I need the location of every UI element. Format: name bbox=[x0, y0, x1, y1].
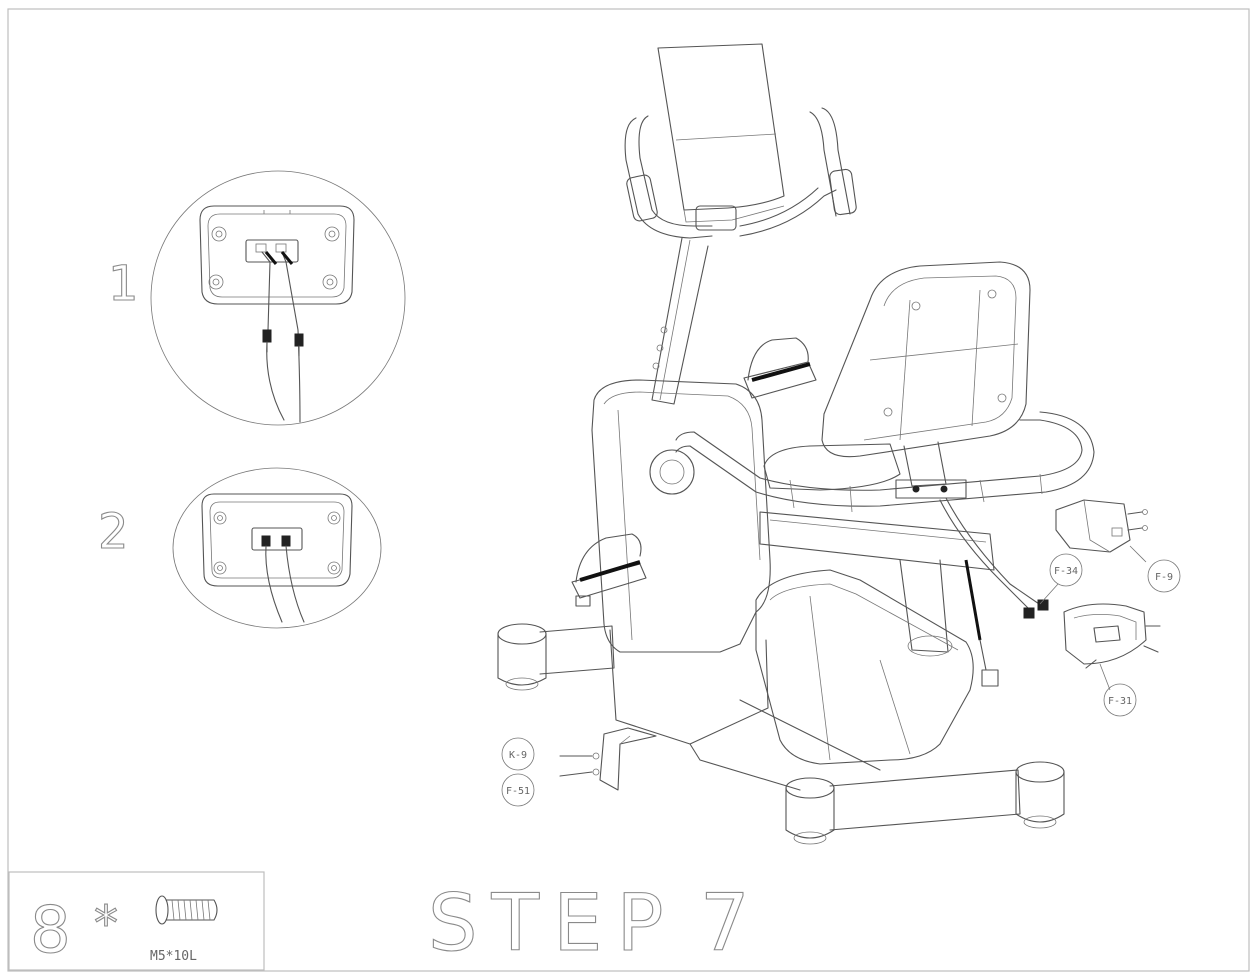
part-label-bracket-left: F-51 bbox=[501, 773, 535, 807]
part-label-screw-left-text: K-9 bbox=[509, 750, 527, 761]
seat-back bbox=[821, 261, 1031, 458]
detail-1: 1 bbox=[107, 170, 406, 426]
upper-handlebars bbox=[624, 107, 857, 239]
left-bracket bbox=[559, 727, 657, 791]
part-label-bracket-left-text: F-51 bbox=[506, 786, 530, 797]
rear-shroud bbox=[755, 569, 974, 765]
part-label-connector: F-34 bbox=[1039, 553, 1083, 605]
lower-right-cover bbox=[1063, 603, 1161, 691]
part-label-lower-right-cover-text: F-31 bbox=[1108, 696, 1132, 707]
detail-1-circle bbox=[150, 170, 406, 426]
recumbent-bike bbox=[497, 43, 1095, 845]
step-number: 7 bbox=[700, 879, 750, 969]
upper-right-cover bbox=[1055, 499, 1148, 563]
page-border bbox=[7, 8, 1250, 972]
wires-1 bbox=[261, 251, 304, 423]
step-title: STEP 7 bbox=[427, 878, 750, 969]
hardware-box: 8 * M5*10L bbox=[8, 871, 265, 971]
side-handles bbox=[675, 411, 1095, 513]
part-label-screw-left: K-9 bbox=[501, 737, 535, 771]
part-label-connector-text: F-34 bbox=[1054, 566, 1078, 577]
rear-stabilizer bbox=[785, 761, 1065, 845]
body-shroud bbox=[591, 379, 771, 745]
console-back-plate-2 bbox=[201, 493, 353, 623]
detail-1-number: 1 bbox=[108, 256, 139, 312]
detail-2-ellipse bbox=[172, 467, 382, 629]
pedal-right bbox=[743, 337, 817, 399]
seat-rail bbox=[759, 441, 995, 657]
screw-icon bbox=[155, 895, 218, 925]
step-word: STEP bbox=[428, 879, 677, 969]
hardware-spec: M5*10L bbox=[150, 949, 197, 964]
mast bbox=[651, 237, 709, 405]
hardware-times: * bbox=[94, 896, 118, 952]
console-wires bbox=[939, 497, 1049, 687]
part-label-upper-right-cover: F-9 bbox=[1147, 559, 1181, 593]
front-stabilizer bbox=[497, 623, 615, 691]
pedal-left bbox=[571, 533, 647, 607]
console bbox=[657, 43, 785, 231]
detail-2-number: 2 bbox=[98, 504, 129, 560]
hardware-box-frame bbox=[8, 871, 265, 971]
detail-2: 2 bbox=[97, 467, 382, 629]
part-label-lower-right-cover: F-31 bbox=[1103, 683, 1137, 717]
base-frame bbox=[689, 699, 881, 791]
hardware-quantity: 8 bbox=[30, 894, 71, 968]
console-back-plate-1 bbox=[199, 205, 355, 305]
part-label-upper-right-cover-text: F-9 bbox=[1155, 572, 1173, 583]
